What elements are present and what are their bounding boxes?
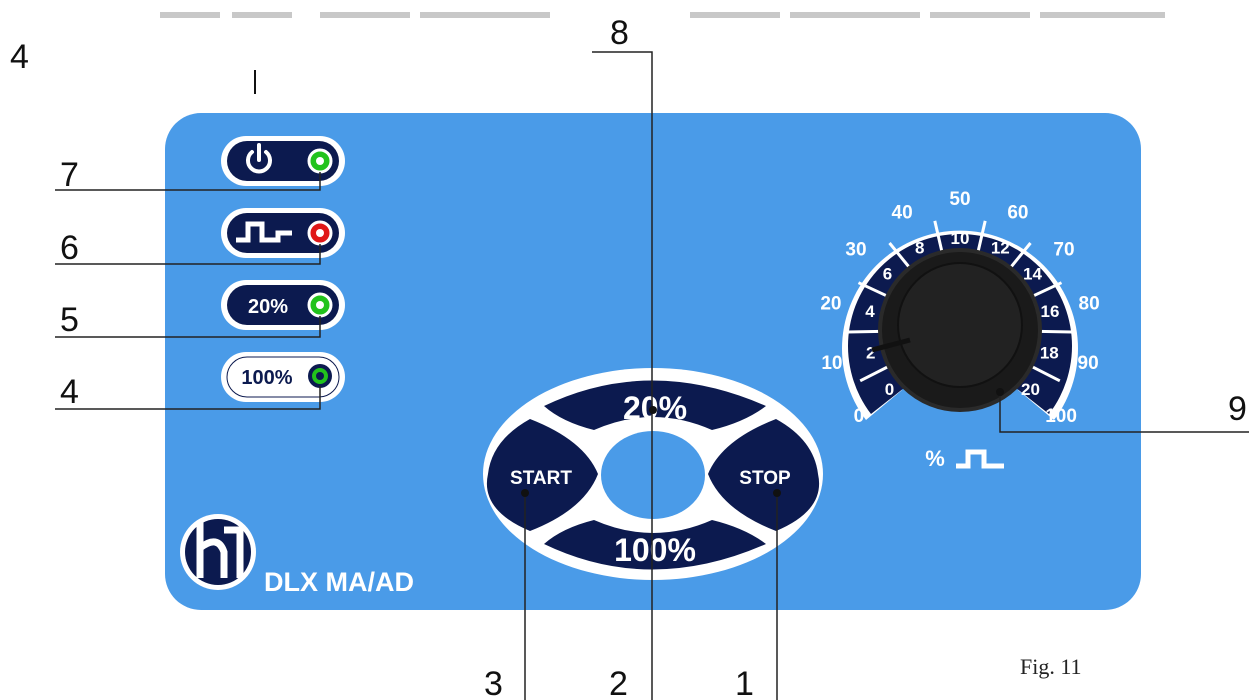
dial-inner-label: 2 — [866, 343, 875, 362]
callout-9: 9 — [1228, 390, 1247, 428]
led-power — [221, 136, 345, 186]
brand-logo — [180, 514, 256, 590]
led-20-label: 20% — [248, 296, 288, 318]
button-100-label: 100% — [614, 532, 696, 568]
dial-inner-label: 6 — [883, 264, 892, 283]
button-stop-label: STOP — [739, 468, 791, 489]
keypad-center — [601, 431, 705, 519]
callout-top-left: 4 — [10, 38, 29, 76]
dial-outer-label: 40 — [892, 202, 913, 223]
keypad: 20% 100% START STOP — [483, 368, 823, 580]
dial-inner-label: 8 — [915, 238, 924, 257]
dial-unit-label: % — [925, 446, 945, 471]
dial-outer-label: 70 — [1053, 240, 1074, 261]
callout-4: 4 — [60, 373, 79, 411]
dial-inner-label: 16 — [1041, 302, 1060, 321]
dial-inner-label: 20 — [1021, 380, 1040, 399]
callout-3: 3 — [484, 665, 503, 700]
dial-inner-label: 10 — [951, 229, 970, 248]
cropped-header-strokes — [160, 12, 1165, 18]
dial-outer-label: 0 — [854, 406, 865, 427]
callout-7: 7 — [60, 156, 79, 194]
callout-5: 5 — [60, 301, 79, 339]
button-start-label: START — [510, 468, 572, 489]
led-20: 20% — [221, 280, 345, 330]
dial-outer-label: 30 — [845, 240, 866, 261]
callout-2: 2 — [609, 665, 628, 700]
callout-1: 1 — [735, 665, 754, 700]
dial-outer-label: 80 — [1079, 294, 1100, 315]
callout-6: 6 — [60, 229, 79, 267]
dial-knob-face — [898, 263, 1022, 387]
dial-inner-label: 14 — [1023, 264, 1042, 283]
dial-outer-label: 50 — [949, 189, 970, 210]
led-100: 100% — [221, 352, 345, 402]
dial-inner-label: 12 — [991, 238, 1010, 257]
dial-inner-label: 4 — [865, 302, 875, 321]
dial-outer-label: 60 — [1007, 202, 1028, 223]
dial-outer-label: 90 — [1078, 353, 1099, 374]
figure-label: Fig. 11 — [1020, 654, 1082, 679]
led-100-label: 100% — [241, 367, 292, 389]
brand-name: DLX MA/AD — [264, 567, 414, 597]
dial-inner-label: 0 — [885, 380, 894, 399]
dial-outer-label: 10 — [821, 353, 842, 374]
led-pulse — [221, 208, 345, 258]
callout-8: 8 — [610, 14, 629, 52]
dial-outer-label: 20 — [820, 294, 841, 315]
dial-inner-label: 18 — [1040, 343, 1059, 362]
dial-outer-label: 100 — [1045, 406, 1077, 427]
